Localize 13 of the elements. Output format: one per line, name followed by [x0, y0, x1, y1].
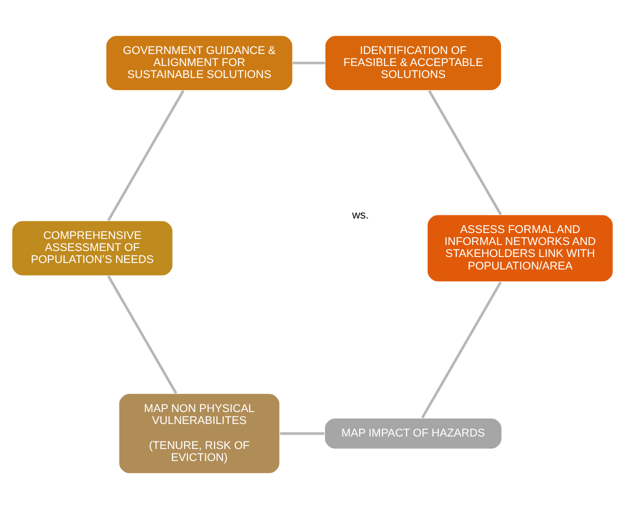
- node-box: MAP IMPACT OF HAZARDS: [324, 418, 502, 450]
- node-box: ASSESS FORMAL AND INFORMAL NETWORKS AND STAKEHOLDERS LINK WITH POPULATION/AREA: [426, 214, 614, 282]
- connector: [421, 282, 502, 419]
- connector: [292, 62, 325, 64]
- node-box: GOVERNMENT GUIDANCE & ALIGNMENT FOR SUSTAINABLE SOLUTIONS: [105, 35, 294, 91]
- connector: [280, 432, 324, 435]
- node-box: IDENTIFICATION OF FEASIBLE & ACCEPTABLE SOLUTIONS: [324, 35, 502, 91]
- node-box: MAP NON PHYSICAL VULNERABILITES (TENURE, RISK OF EVICTION): [118, 393, 280, 474]
- connector: [107, 90, 184, 222]
- node-box: COMPREHENSIVE ASSESSMENT OF POPULATION’S NEEDS: [11, 220, 174, 276]
- connector: [107, 275, 178, 394]
- connector: [428, 90, 502, 216]
- label: ws.: [352, 209, 369, 222]
